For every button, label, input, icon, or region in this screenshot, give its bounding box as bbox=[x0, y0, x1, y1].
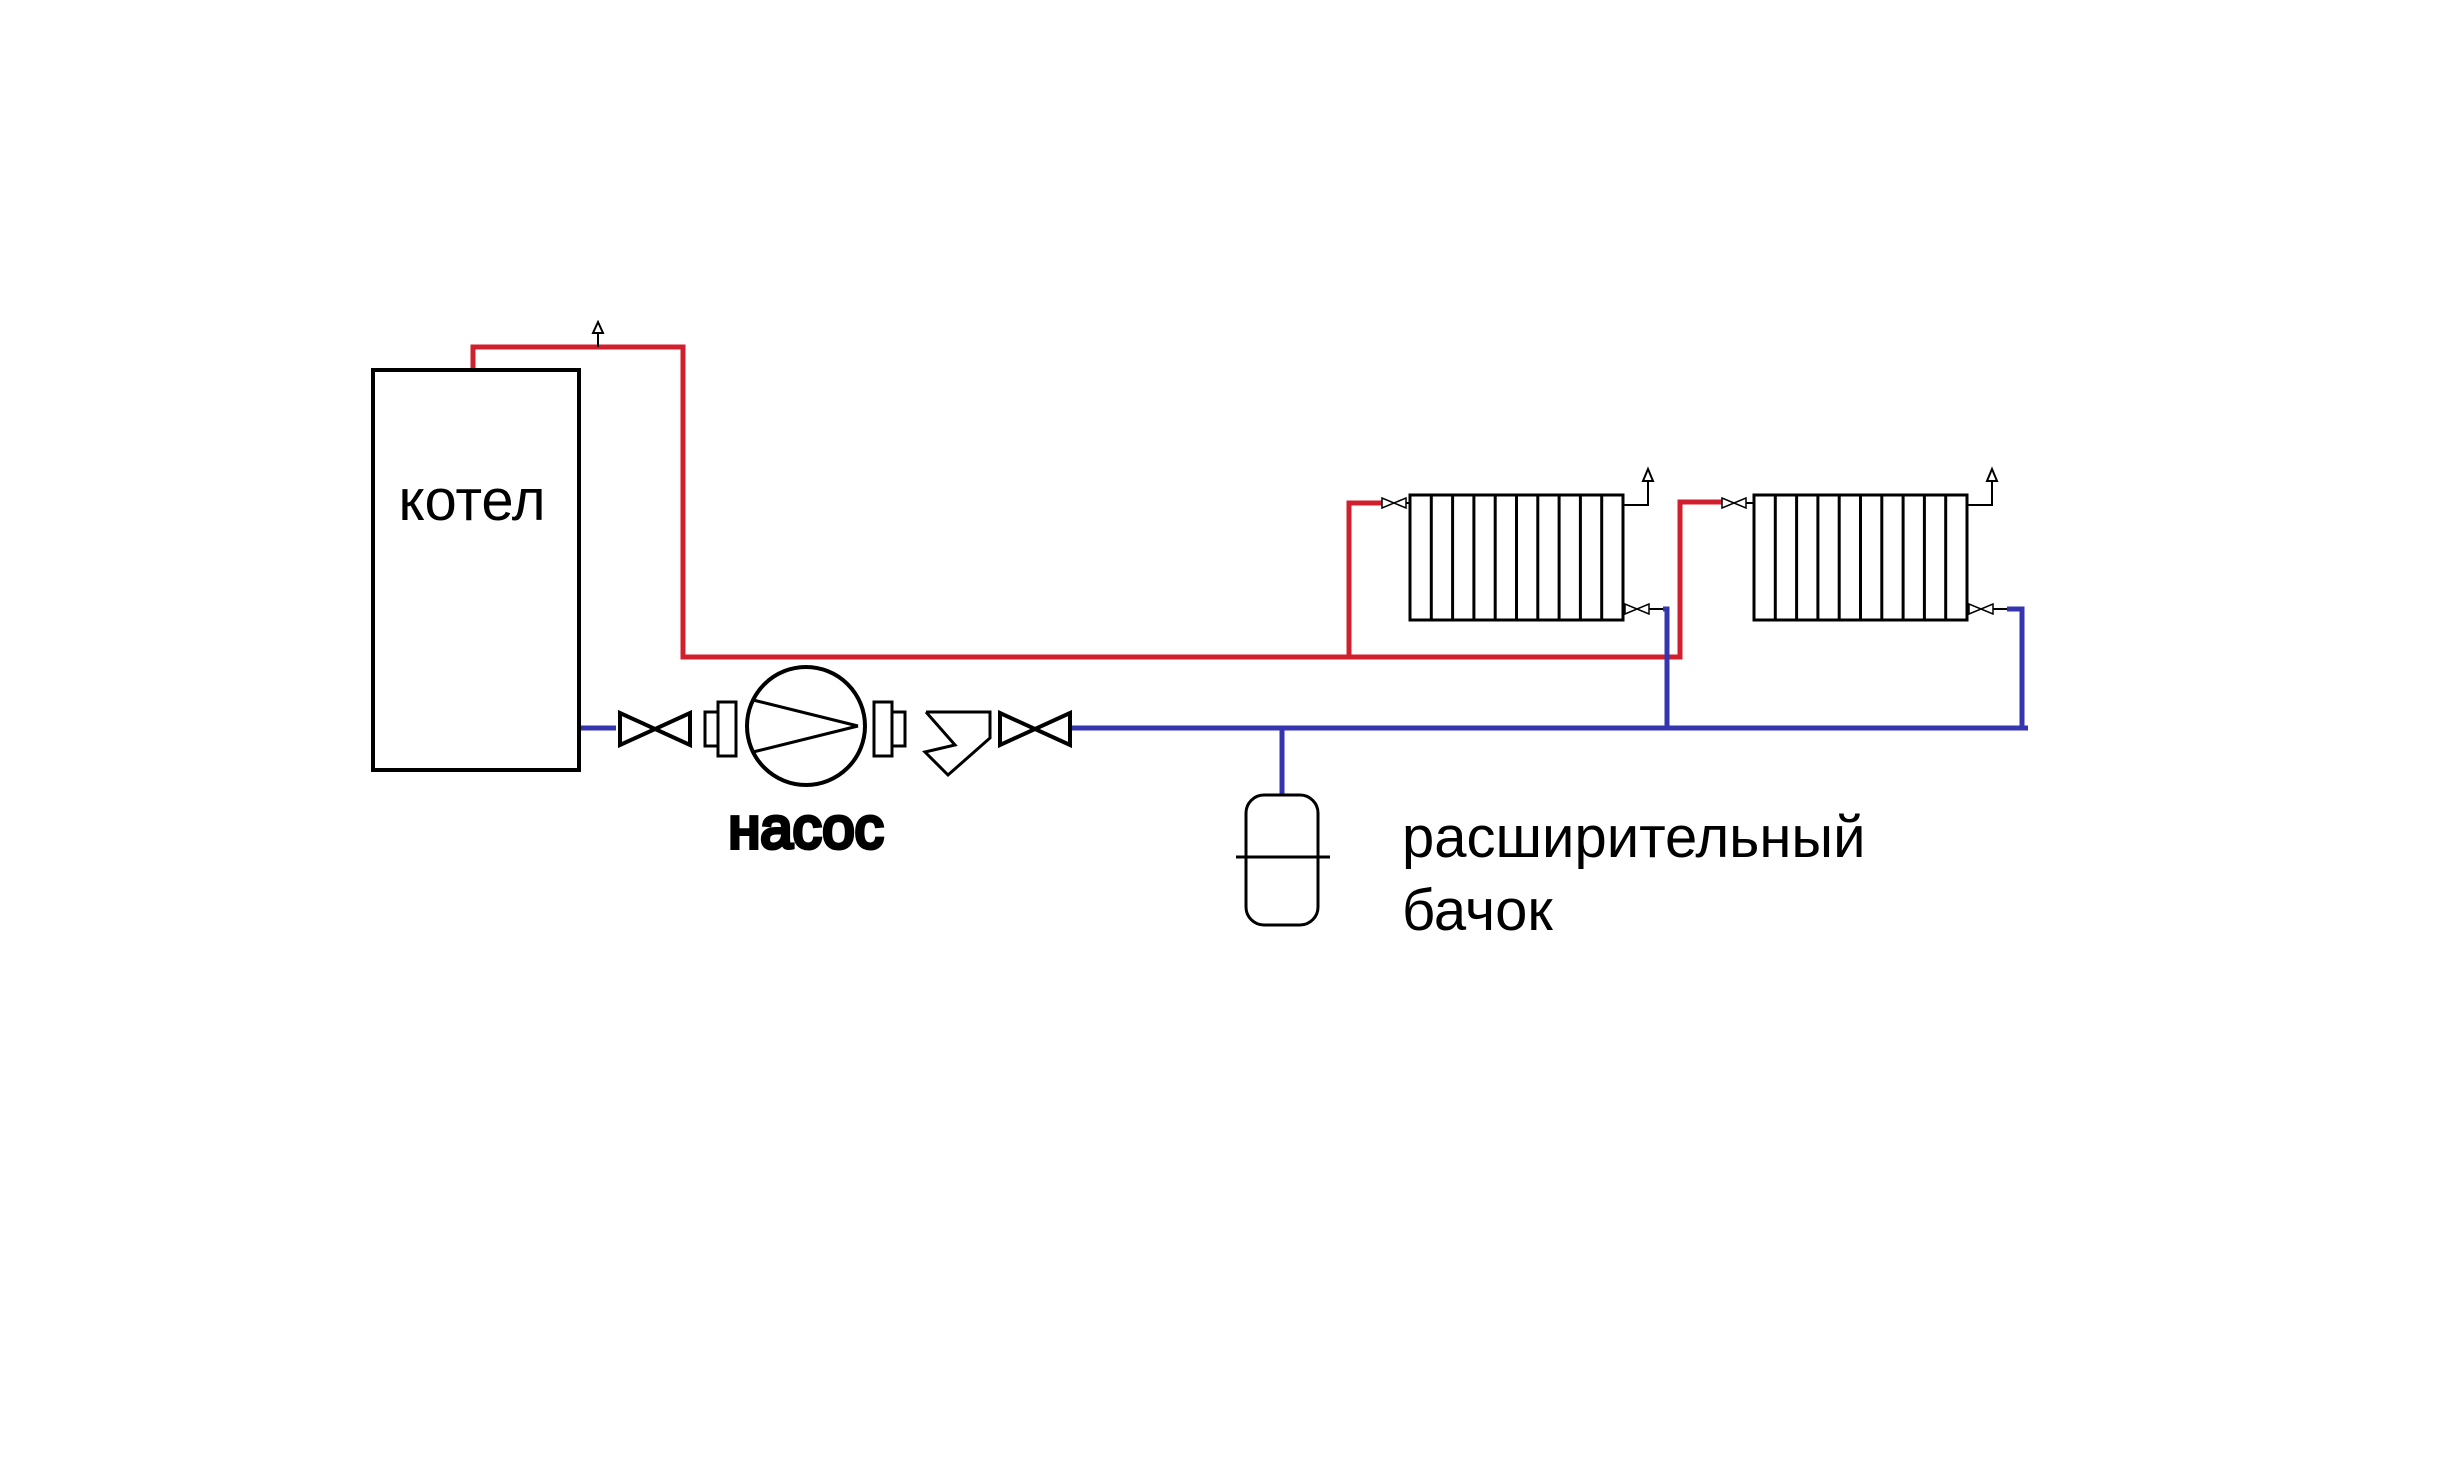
radiator-2 bbox=[1721, 466, 2007, 622]
bowtie-valve-icon bbox=[998, 709, 1072, 749]
radiator-1 bbox=[1381, 466, 1663, 622]
small-valve-icon bbox=[1381, 496, 1407, 510]
union-fitting-icon bbox=[703, 700, 738, 758]
air-vent-icon bbox=[591, 319, 605, 347]
union-fitting-icon bbox=[872, 700, 907, 758]
boiler: котел bbox=[371, 368, 581, 772]
radiator-fins bbox=[1429, 495, 1604, 620]
return-pipe-radiator-2 bbox=[2007, 606, 2025, 728]
small-valve-icon bbox=[1721, 496, 1747, 510]
return-pipe-network bbox=[578, 606, 2028, 795]
expansion-tank-icon bbox=[1244, 793, 1320, 927]
y-strainer-icon bbox=[922, 710, 992, 778]
air-vent-icon bbox=[1967, 466, 1999, 506]
boiler-body bbox=[371, 368, 581, 772]
pump-label: насос bbox=[728, 796, 883, 861]
radiator-fins bbox=[1773, 495, 1948, 620]
expansion-tank bbox=[1236, 793, 1330, 927]
bowtie-valve-icon bbox=[618, 709, 692, 749]
return-pipe-radiator-1 bbox=[1663, 606, 1670, 728]
pump-group: насос bbox=[618, 665, 1072, 863]
boiler-label: котел bbox=[398, 468, 545, 533]
supply-pipe-network bbox=[470, 344, 1722, 660]
supply-pipe-radiator-1 bbox=[1346, 500, 1382, 657]
small-valve-icon bbox=[1968, 602, 1994, 616]
air-vent-icon bbox=[1623, 466, 1655, 506]
circulation-pump-icon bbox=[745, 665, 867, 787]
small-valve-icon bbox=[1624, 602, 1650, 616]
expansion-tank-label-line1: расширительный bbox=[1402, 805, 1866, 870]
supply-pipe-main bbox=[470, 344, 1722, 660]
expansion-tank-label-line2: бачок bbox=[1402, 878, 1553, 943]
